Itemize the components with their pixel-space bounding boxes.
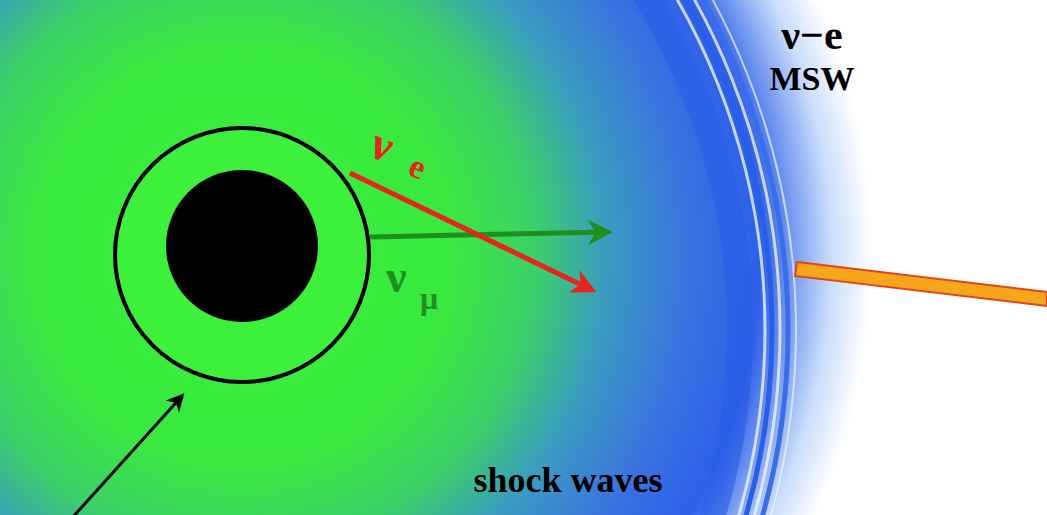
process-label: ν−e xyxy=(781,14,842,56)
flavour-subscript: μ xyxy=(420,282,438,314)
neutrinosphere-ring xyxy=(115,128,369,382)
shock-wave-arcs xyxy=(0,0,796,515)
muon-neutrino-arrow xyxy=(370,232,608,237)
pointer-arrow xyxy=(72,396,182,515)
proto-neutron-star xyxy=(166,170,318,322)
region-label: shock waves xyxy=(473,462,662,498)
neutrino-beam-bar xyxy=(795,262,1047,306)
process-label: MSW xyxy=(770,62,855,96)
neutrino-symbol: ν xyxy=(386,254,407,300)
